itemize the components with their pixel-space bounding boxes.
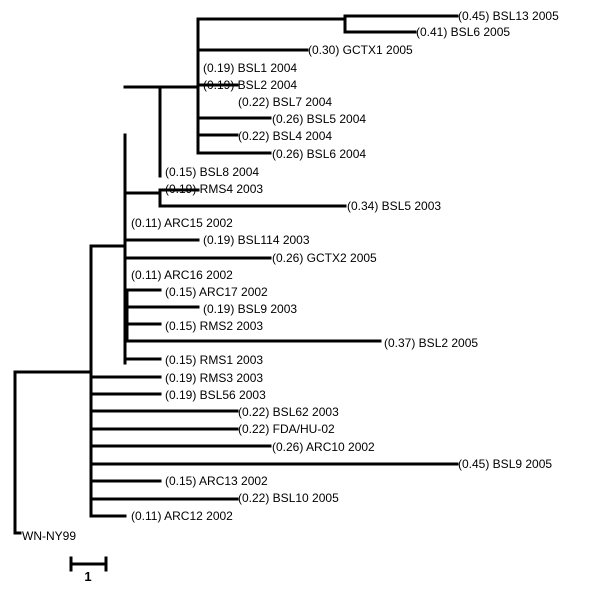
tip-label-bsl5-2003: (0.34) BSL5 2003	[347, 199, 441, 213]
tip-label-arc13-2002: (0.15) ARC13 2002	[165, 474, 268, 488]
tip-label-bsl2-2005: (0.37) BSL2 2005	[384, 336, 478, 350]
tip-label-arc15-2002: (0.11) ARC15 2002	[131, 216, 233, 230]
tip-label-bsl62-2003: (0.22) BSL62 2003	[238, 405, 339, 419]
tip-label-fda-hu-02: (0.22) FDA/HU-02	[238, 422, 335, 436]
tip-label-bsl5-2004: (0.26) BSL5 2004	[272, 112, 366, 126]
tip-label-arc10-2002: (0.26) ARC10 2002	[272, 440, 375, 454]
scale-bar-label: 1	[84, 569, 91, 584]
tip-label-wn-ny99: WN-NY99	[22, 529, 76, 543]
tip-label-bsl10-2005: (0.22) BSL10 2005	[238, 491, 339, 505]
tip-label-bsl13-2005: (0.45) BSL13 2005	[458, 9, 559, 23]
tip-label-bsl114-2003: (0.19) BSL114 2003	[203, 233, 310, 247]
tip-label-arc17-2002: (0.15) ARC17 2002	[165, 285, 268, 299]
tip-labels: (0.45) BSL13 2005 (0.41) BSL6 2005(0.30) …	[22, 9, 559, 543]
tip-label-arc16-2002: (0.11) ARC16 2002	[131, 268, 233, 282]
tip-label-bsl6-2004: (0.26) BSL6 2004	[272, 147, 366, 161]
tip-label-rms1-2003: (0.15) RMS1 2003	[165, 353, 263, 367]
tip-label-bsl7-2004: (0.22) BSL7 2004	[238, 95, 332, 109]
tip-label-rms4-2003: (0.19) RMS4 2003	[165, 182, 263, 196]
tip-label-bsl8-2004: (0.15) BSL8 2004	[165, 165, 259, 179]
scale-bar: 1	[69, 556, 108, 584]
tree-branches	[13, 14, 459, 535]
tip-label-bsl9-2005: (0.45) BSL9 2005	[458, 457, 552, 471]
tip-label-bsl4-2004: (0.22) BSL4 2004	[238, 129, 332, 143]
tip-label-gctx2-2005: (0.26) GCTX2 2005	[272, 251, 377, 265]
tip-label-arc12-2002: (0.11) ARC12 2002	[131, 509, 233, 523]
tip-label-bsl2-2004: (0.19) BSL2 2004	[203, 78, 297, 92]
tip-label-bsl56-2003: (0.19) BSL56 2003	[165, 388, 266, 402]
tip-label-bsl6-2005: (0.41) BSL6 2005	[416, 25, 510, 39]
tip-label-gctx1-2005: (0.30) GCTX1 2005	[308, 43, 413, 57]
tip-label-rms3-2003: (0.19) RMS3 2003	[165, 371, 263, 385]
tip-label-bsl9-2003: (0.19) BSL9 2003	[203, 302, 297, 316]
tip-label-rms2-2003: (0.15) RMS2 2003	[165, 319, 263, 333]
tip-label-bsl1-2004: (0.19) BSL1 2004	[203, 61, 297, 75]
